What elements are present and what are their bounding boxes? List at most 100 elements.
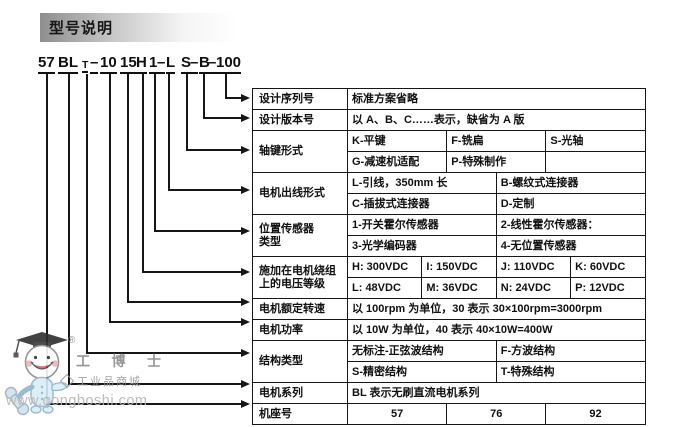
arrowhead-icon <box>241 399 250 408</box>
tag-icon <box>59 373 75 389</box>
table-row: 设计序列号 标准方案省略 <box>252 88 646 110</box>
spec-cell: H: 300VDC <box>346 256 423 278</box>
table-row: 机座号 57 76 92 <box>252 403 646 425</box>
spec-cell: 92 <box>545 403 646 425</box>
code-token-bl: BL <box>58 54 78 74</box>
code-dash: – <box>208 54 217 74</box>
spec-cell: 以 100rpm 为单位，30 表示 30×100rpm=3000rpm <box>347 298 646 320</box>
connector-vline <box>68 74 70 384</box>
spec-cell: L-引线，350mm 长 <box>347 172 497 194</box>
brand-url: www.gongboshi.com <box>6 393 148 409</box>
connector-hline <box>46 403 242 405</box>
connector-vline <box>127 74 129 302</box>
code-dash: – <box>90 54 99 74</box>
arrowhead-icon <box>241 297 250 306</box>
watermark-logo: ® 工 博 士 工业品商城 www.gongboshi.com <box>2 329 177 424</box>
spec-cell: C-插拔式连接器 <box>347 193 497 215</box>
connector-hline <box>203 117 242 119</box>
connector-vline <box>142 74 144 272</box>
table-row: 电机额定转速 以 100rpm 为单位，30 表示 30×100rpm=3000… <box>252 298 646 320</box>
row-label: 位置传感器 类型 <box>252 214 348 257</box>
spec-cell: K-平键 <box>346 130 448 152</box>
connector-vline <box>46 74 48 404</box>
spec-cell: 2-线性霍尔传感器： <box>495 214 646 236</box>
brand-tagline: 工业品商城 <box>77 376 142 388</box>
mascot-icon <box>4 332 69 416</box>
table-row: 位置传感器 类型 1-开关霍尔传感器 2-线性霍尔传感器： <box>252 214 646 257</box>
code-token-15: 15 <box>120 54 137 74</box>
code-token-10: 10 <box>100 54 117 74</box>
code-token-s: S <box>181 54 192 74</box>
spec-cell: I: 150VDC <box>421 256 497 278</box>
table-row: C-插拔式连接器 D-定制 <box>253 193 646 215</box>
code-token-b: B <box>199 54 210 74</box>
connector-vline <box>225 74 227 98</box>
table-row: 轴键形式 K-平键 F-铣扁 S-光轴 <box>252 130 646 173</box>
spec-cell: L: 48VDC <box>346 277 423 299</box>
connector-vline <box>168 74 170 190</box>
spec-cell: 1-开关霍尔传感器 <box>347 214 497 236</box>
arrowhead-icon <box>241 226 250 235</box>
arrowhead-icon <box>241 267 250 276</box>
row-label: 电机出线形式 <box>252 172 348 215</box>
arrowhead-icon <box>241 113 250 122</box>
spec-cell: M: 36VDC <box>421 277 497 299</box>
brand-name: 工 博 士 <box>76 355 170 370</box>
arrowhead-icon <box>241 93 250 102</box>
spec-cell: 无标注-正弦波结构 <box>347 340 497 362</box>
connector-vline <box>86 74 88 353</box>
connector-hline <box>109 321 242 323</box>
spec-cell: G-减速机适配 <box>346 151 448 173</box>
spec-cell: F-铣扁 <box>446 130 547 152</box>
page-title: 型号说明 <box>49 20 114 37</box>
spec-cell: T-特殊结构 <box>495 361 646 383</box>
code-token-1: 1 <box>149 54 158 74</box>
spec-cell: P-特殊制作 <box>446 151 547 173</box>
spec-cell: P: 12VDC <box>570 277 646 299</box>
row-label: 电机额定转速 <box>252 298 348 320</box>
spec-cell: K: 60VDC <box>570 256 646 278</box>
table-row: 设计版本号 以 A、B、C……表示，缺省为 A 版 <box>252 109 646 131</box>
arrowhead-icon <box>241 145 250 154</box>
table-row: G-减速机适配 P-特殊制作 <box>253 151 646 173</box>
connector-hline <box>142 271 242 273</box>
connector-hline <box>225 97 242 99</box>
table-row: 结构类型 无标注-正弦波结构 F-方波结构 <box>252 340 646 383</box>
table-row: 电机系列 BL 表示无刷直流电机系列 <box>252 382 646 404</box>
connector-hline <box>68 383 242 385</box>
spec-cell: BL 表示无刷直流电机系列 <box>347 382 646 404</box>
row-label: 电机系列 <box>252 382 348 404</box>
arrowhead-icon <box>241 185 250 194</box>
row-label: 轴键形式 <box>252 130 348 173</box>
code-token-h: H <box>136 54 147 74</box>
spec-cell: 3-光学编码器 <box>347 235 497 257</box>
arrowhead-icon <box>241 379 250 388</box>
spec-cell: 76 <box>446 403 547 425</box>
spec-cell: S-光轴 <box>545 130 646 152</box>
row-label: 结构类型 <box>252 340 348 383</box>
spec-cell: B-螺纹式连接器 <box>495 172 646 194</box>
row-label: 机座号 <box>252 403 348 425</box>
code-dash: – <box>157 54 166 74</box>
row-label: 设计版本号 <box>252 109 348 131</box>
connector-vline <box>186 74 188 150</box>
table-row: 电机功率 以 10W 为单位，40 表示 40×10W=400W <box>252 319 646 341</box>
connector-hline <box>186 149 242 151</box>
arrowhead-icon <box>241 348 250 357</box>
row-label: 电机功率 <box>252 319 348 341</box>
code-token-l: L <box>166 54 176 74</box>
spec-cell: S-精密结构 <box>347 361 497 383</box>
spec-cell <box>545 151 646 173</box>
code-token-100: 100 <box>216 54 242 74</box>
section-title-bar: 型号说明 <box>40 13 237 42</box>
spec-cell: 以 10W 为单位，40 表示 40×10W=400W <box>347 319 646 341</box>
spec-cell: 57 <box>346 403 448 425</box>
spec-cell: N: 24VDC <box>495 277 572 299</box>
connector-vline <box>109 74 111 322</box>
spec-cell: 4-无位置传感器 <box>495 235 646 257</box>
spec-cell: 以 A、B、C……表示，缺省为 A 版 <box>347 109 646 131</box>
table-row: L: 48VDC M: 36VDC N: 24VDC P: 12VDC <box>253 277 646 299</box>
table-row: 电机出线形式 L-引线，350mm 长 B-螺纹式连接器 <box>252 172 646 215</box>
connector-vline <box>203 74 205 118</box>
